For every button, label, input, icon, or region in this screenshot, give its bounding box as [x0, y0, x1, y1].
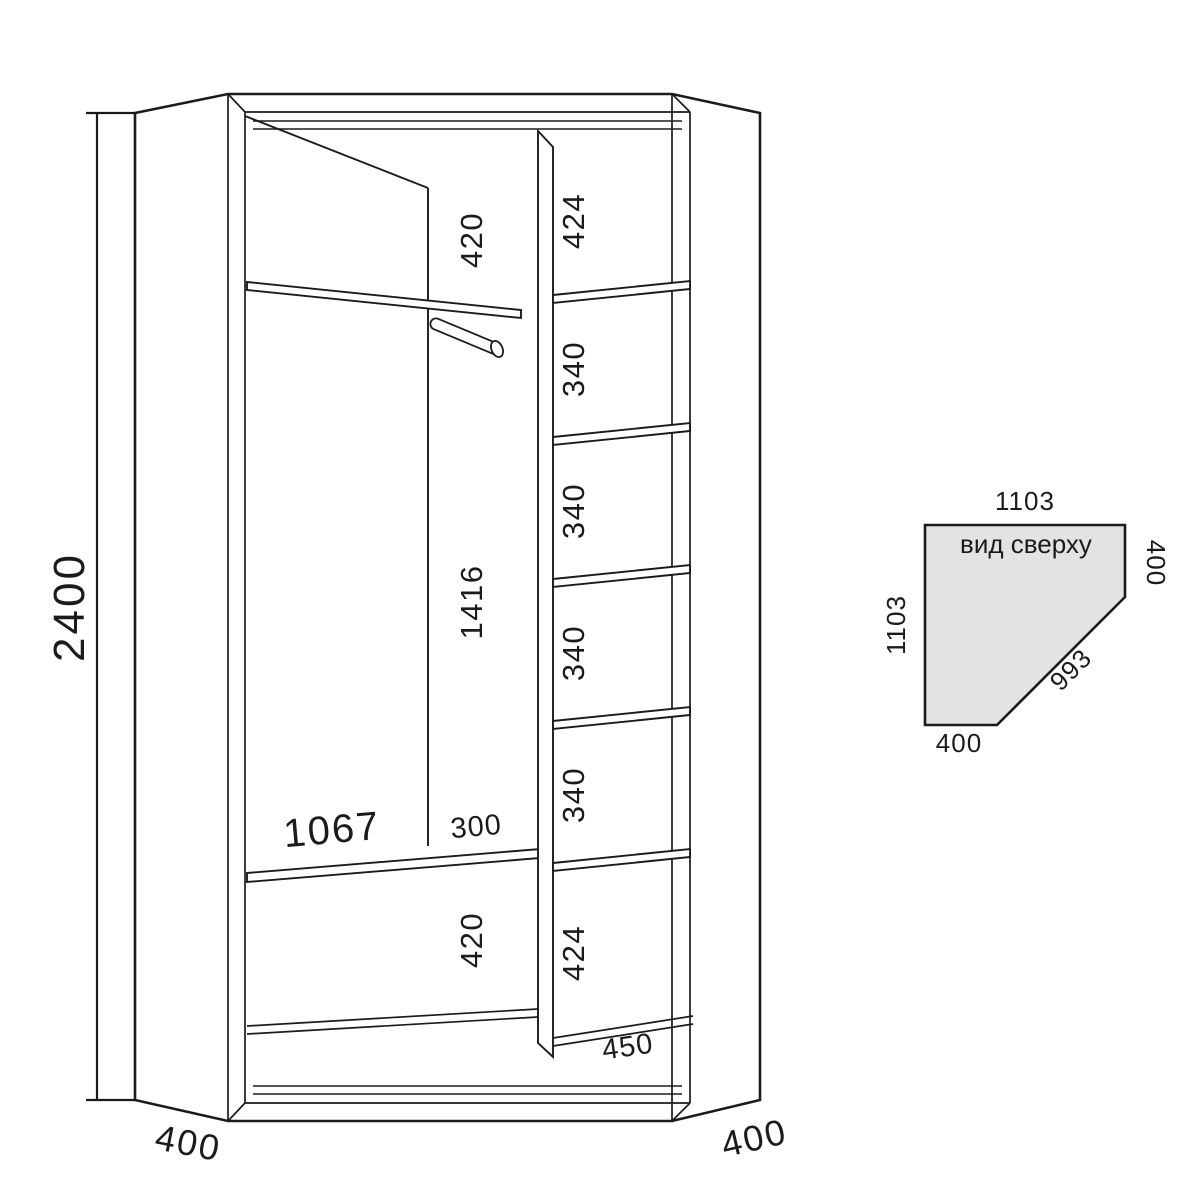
top-view-top-width-label: 1103 [995, 486, 1055, 516]
left-depth-label: 400 [152, 1116, 225, 1169]
column-floor-line [552, 1023, 694, 1047]
right-depth-label: 400 [717, 1110, 791, 1165]
dimension-overall-height: 2400 [45, 111, 135, 1102]
top-view: вид сверху 1103 400 1103 993 400 [881, 486, 1171, 758]
column-shelf [552, 563, 691, 589]
depth-labels: 400 400 [152, 1110, 791, 1169]
shelf-width-label: 1067 [282, 804, 382, 856]
cabinet-structure-lines [227, 93, 691, 1122]
top-view-right-depth-label: 400 [1141, 540, 1171, 586]
left-floor-line [246, 1008, 539, 1027]
column-shelf [552, 847, 691, 873]
back-wall-top-edge [244, 115, 429, 189]
cabinet-outer-contour [133, 92, 762, 1123]
column-shelf [552, 279, 691, 305]
column-shelf [552, 421, 691, 447]
column-gap-label: 340 [556, 625, 591, 681]
column-bottom-depth-label: 450 [600, 1028, 655, 1067]
column-gap-label: 424 [556, 193, 591, 249]
top-view-left-depth-label: 1103 [881, 595, 911, 655]
hanging-rail [246, 280, 522, 320]
left-floor-line [246, 1016, 539, 1035]
rod-end-cap [490, 339, 504, 359]
top-view-title: вид сверху [960, 529, 1092, 559]
hanging-rod [429, 317, 504, 359]
left-bottom-gap-label: 420 [454, 912, 489, 968]
column-gap-label: 340 [556, 767, 591, 823]
partition-panel [537, 128, 554, 1060]
column-gap-label: 340 [556, 341, 591, 397]
column-floor-line [552, 1015, 694, 1039]
left-compartment: 420 1416 420 1067 300 [244, 115, 541, 1035]
shelf-depth-label: 300 [449, 809, 503, 845]
left-top-gap-label: 420 [454, 212, 489, 268]
overall-height-label: 2400 [45, 552, 94, 662]
cabinet-outline [133, 92, 762, 1123]
door-tracks [253, 120, 682, 1095]
top-view-plan-shape [923, 523, 1127, 727]
left-middle-gap-label: 1416 [454, 565, 489, 640]
column-gap-label: 340 [556, 483, 591, 539]
column-shelf [552, 705, 691, 731]
top-view-bottom-depth-label: 400 [936, 728, 982, 758]
shelf-column: 424 340 340 340 340 424 450 [537, 128, 694, 1067]
column-gap-label: 424 [556, 925, 591, 981]
